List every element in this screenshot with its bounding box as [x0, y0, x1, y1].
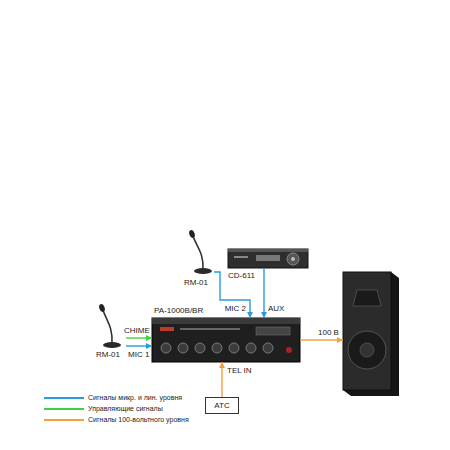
signal-label: TEL IN [226, 366, 253, 375]
microphone: RM-01 [186, 230, 214, 276]
legend-row: Сигналы 100-вольтного уровня [44, 415, 189, 424]
device-label: RM-01 [184, 278, 208, 287]
signal-connector [300, 339, 343, 340]
legend-text: Сигналы 100-вольтного уровня [88, 415, 189, 424]
cd-player: CD-611 [228, 248, 308, 268]
cd-player-illustration [228, 249, 308, 268]
exchange-box: АТС [205, 397, 239, 414]
legend-swatch [44, 397, 84, 399]
device-label: CD-611 [228, 271, 255, 280]
signal-label: AUX [267, 304, 285, 313]
signal-label: 100 В [317, 328, 340, 337]
microphone: RM-01 [96, 304, 126, 348]
legend-text: Управляющие сигналы [88, 404, 163, 413]
signal-label: MIC 2 [224, 304, 247, 313]
signal-label: CHIME [123, 326, 151, 335]
speaker [343, 270, 399, 396]
microphone-illustration [98, 303, 121, 348]
amplifier: PA-1000B/BR [152, 318, 300, 362]
legend-row: Управляющие сигналы [44, 404, 163, 413]
signal-connector [221, 362, 222, 397]
legend-swatch [44, 408, 84, 410]
signal-label: MIC 1 [127, 350, 150, 359]
signal-connector [126, 345, 152, 346]
device-label: RM-01 [96, 350, 120, 359]
box-label: АТС [214, 401, 229, 410]
amplifier-illustration [152, 318, 300, 362]
legend-text: Сигналы микр. и лин. уровня [88, 393, 182, 402]
microphone-illustration [188, 229, 212, 274]
device-label: PA-1000B/BR [154, 306, 203, 315]
speaker-illustration [343, 272, 399, 396]
signal-connector [126, 337, 152, 338]
legend-row: Сигналы микр. и лин. уровня [44, 393, 182, 402]
signal-connector [263, 268, 264, 318]
legend-swatch [44, 419, 84, 421]
